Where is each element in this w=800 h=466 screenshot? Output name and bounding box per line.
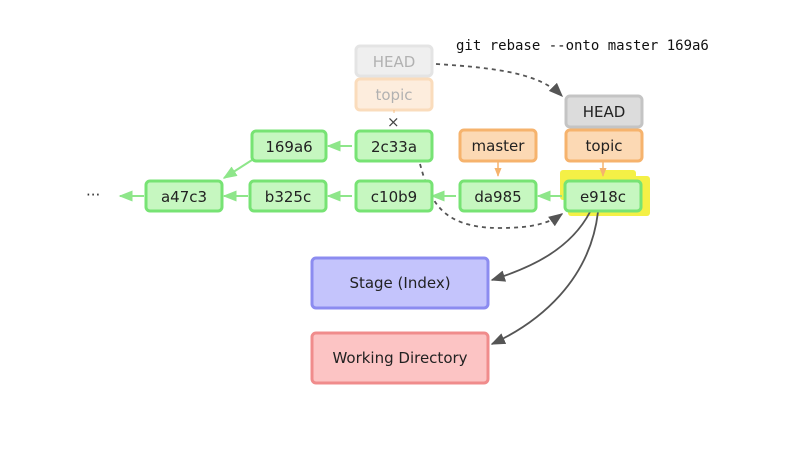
old-head-label: HEAD	[373, 53, 416, 71]
master-branch-label: master	[472, 137, 526, 155]
topic-branch-ref[interactable]: topic	[564, 128, 644, 163]
old-head-box	[354, 44, 434, 78]
commit-b325c-label: b325c	[265, 188, 311, 206]
commit-169a6-label: 169a6	[265, 138, 312, 156]
commit-a47c3[interactable]: a47c3	[144, 179, 224, 213]
commit-c10b9-label: c10b9	[371, 188, 417, 206]
history-ellipsis: ···	[86, 186, 100, 204]
working-directory-box[interactable]: Working Directory	[310, 331, 490, 385]
head-label: HEAD	[583, 103, 626, 121]
old-topic-box	[354, 77, 434, 112]
commit-a47c3-label: a47c3	[161, 188, 207, 206]
link-169a6-a47c3	[222, 159, 253, 179]
commit-2c33a[interactable]: 2c33a	[354, 129, 434, 163]
commit-da985-label: da985	[474, 188, 521, 206]
stage-index-box[interactable]: Stage (Index)	[310, 256, 490, 310]
working-directory-label: Working Directory	[332, 349, 467, 367]
commit-b325c[interactable]: b325c	[248, 179, 328, 213]
commit-da985[interactable]: da985	[458, 179, 538, 213]
removed-link-x-icon: ×	[387, 113, 400, 131]
commit-links	[118, 140, 562, 202]
master-branch-ref[interactable]: master	[458, 128, 538, 163]
commit-2c33a-label: 2c33a	[371, 138, 417, 156]
checkout-to-working-dir-arrow	[490, 211, 599, 345]
head-move-dashed-arrow	[435, 63, 564, 98]
commit-169a6[interactable]: 169a6	[250, 129, 328, 163]
checkout-to-stage-arrow	[490, 211, 591, 282]
commit-e918c[interactable]: e918c	[563, 179, 643, 213]
old-refs-group: HEAD topic	[354, 44, 434, 112]
head-ref[interactable]: HEAD	[564, 94, 644, 129]
commit-c10b9[interactable]: c10b9	[354, 179, 434, 213]
topic-branch-label: topic	[586, 137, 623, 155]
git-command-text: git rebase --onto master 169a6	[456, 38, 709, 54]
old-topic-label: topic	[376, 86, 413, 104]
stage-index-label: Stage (Index)	[349, 274, 450, 292]
commit-e918c-label: e918c	[580, 188, 626, 206]
